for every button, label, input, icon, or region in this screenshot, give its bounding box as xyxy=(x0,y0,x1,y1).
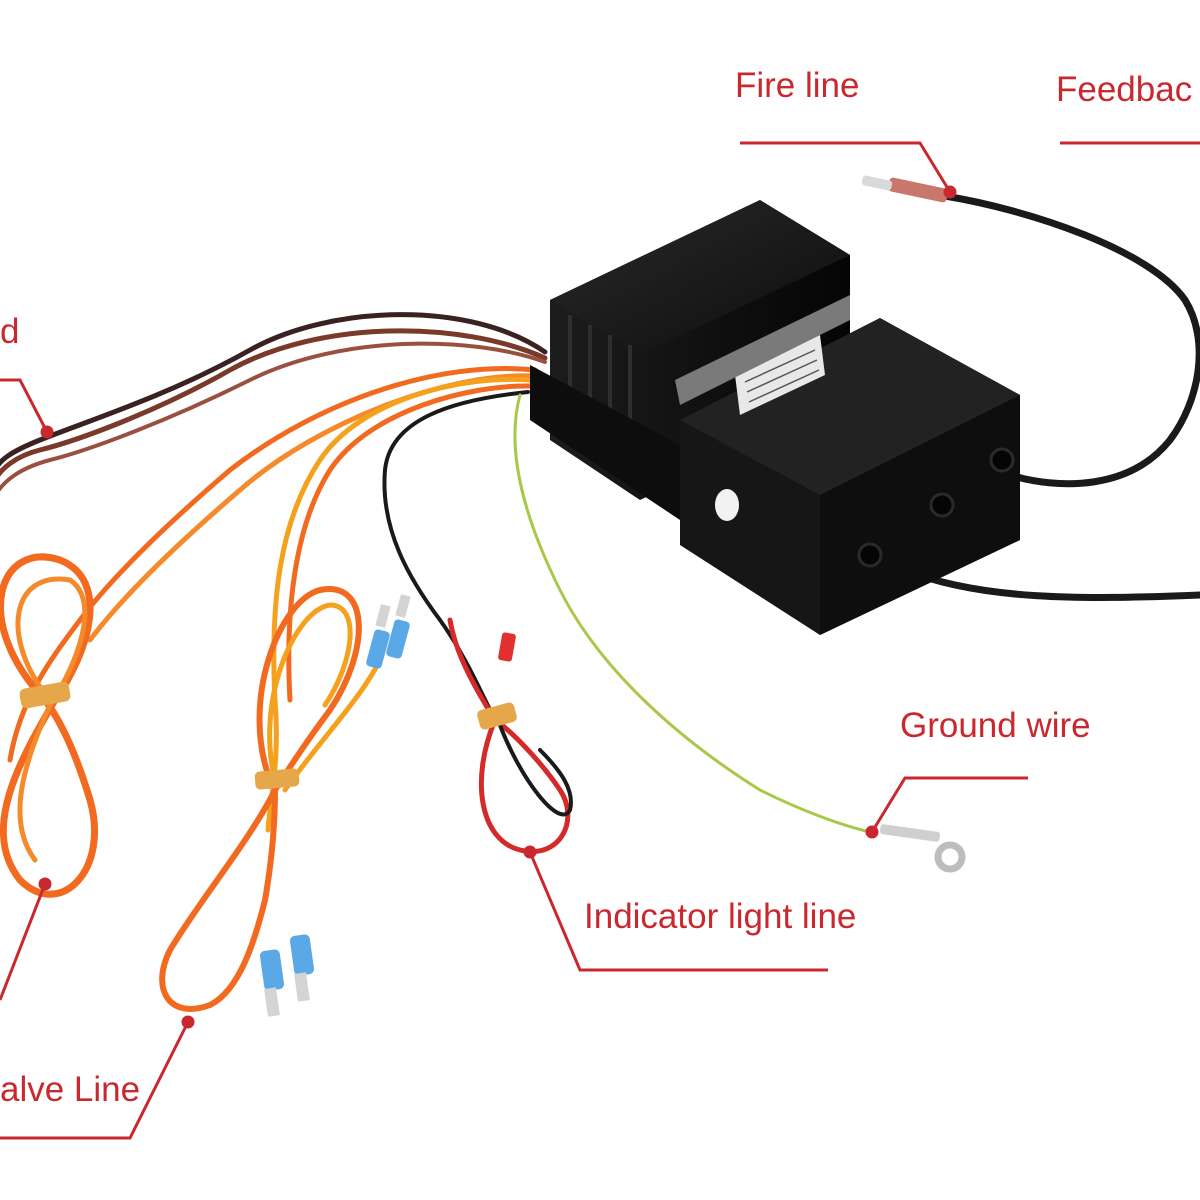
left-partial-label: d xyxy=(0,312,20,351)
left-lower-leader xyxy=(0,883,47,1001)
spade-terminal-pair-bottom xyxy=(259,934,315,1017)
valve-line-leader xyxy=(0,1021,190,1140)
fire-line-terminal xyxy=(861,175,949,203)
feedback-cable xyxy=(901,566,1200,601)
indicator-light-line-label: Indicator light line xyxy=(584,897,857,936)
spade-terminal-pair-top xyxy=(366,594,411,669)
fire-line-label: Fire line xyxy=(735,66,860,105)
fire-line-cable xyxy=(941,192,1200,488)
ground-wire-leader xyxy=(870,776,1028,833)
fire-line-leader xyxy=(740,141,952,193)
valve-line-label: alve Line xyxy=(0,1070,141,1109)
ignition-controller-box xyxy=(530,200,1020,635)
indicator-wire-loop xyxy=(447,617,573,854)
callout-leaders xyxy=(0,141,1200,1140)
feedback-label: Feedbac xyxy=(1056,70,1193,109)
wire-bundle xyxy=(0,312,872,834)
indicator-leader xyxy=(528,851,828,972)
ground-wire-label: Ground wire xyxy=(900,706,1091,745)
middle-valve-loop xyxy=(159,586,383,1012)
left-partial-leader xyxy=(0,378,49,433)
left-orange-loop xyxy=(0,553,98,898)
ring-terminal xyxy=(879,824,966,873)
